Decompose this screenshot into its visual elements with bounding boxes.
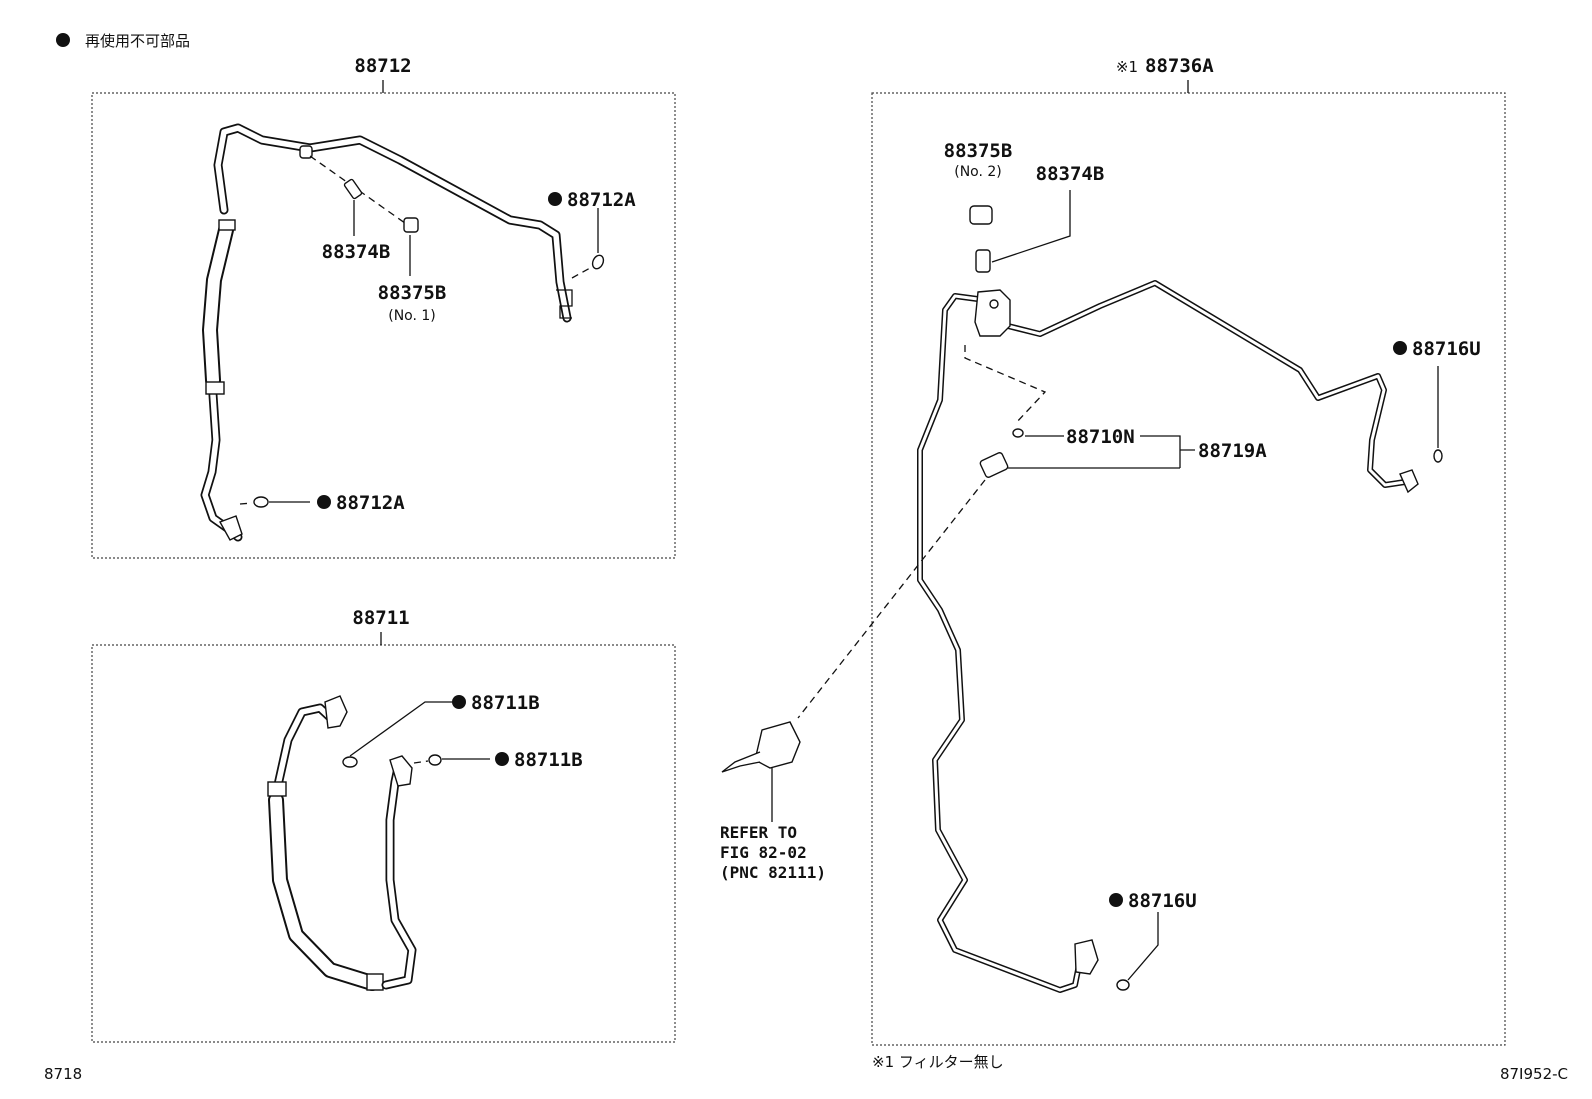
assembly-dashed-line [571,267,591,279]
pipe-fitting-icon [1399,469,1419,494]
label-88375B-left: 88375B [378,282,447,304]
non-reusable-dot-icon [495,752,509,766]
panel-88736A: ※1 88736A 88375B (No. 2) 88374B 88710N 8… [797,55,1506,1071]
connector-latch-icon [721,751,761,773]
legend-text: 再使用不可部品 [85,32,190,50]
pressure-switch-block-icon [974,289,1011,337]
panel-88711-title: 88711 [352,607,409,629]
hose-clamp-icon [267,781,287,797]
label-88374B-left: 88374B [322,241,391,263]
o-ring-icon [1012,428,1024,438]
reference-line-3: (PNC 82111) [720,863,826,882]
label-88375B-right: 88375B [944,140,1013,162]
o-ring-icon [1116,979,1130,991]
label-88716U-bottom: 88716U [1128,890,1197,912]
non-reusable-dot-icon [1393,341,1407,355]
valve-core-icon [343,178,363,200]
pipe-88736A-main [917,293,1083,993]
pipe-fitting-icon [1074,939,1099,975]
hose-clamp-icon [366,973,384,991]
assembly-dashed-line [797,479,986,719]
port-icon [989,299,999,309]
footer-left-code: 8718 [44,1065,82,1083]
panel-88712-frame [91,92,676,559]
label-88719A: 88719A [1198,440,1267,462]
hose-clamp-icon [205,381,225,395]
panel-88736A-title-prefix: ※1 [1116,58,1138,76]
o-ring-icon [591,254,605,270]
leader-88711B-1 [349,701,452,757]
label-88711B-1: 88711B [471,692,540,714]
cap-icon [969,205,993,225]
panel-88711: 88711 88711B 88711B [91,607,676,1043]
non-reusable-dot-icon [452,695,466,709]
pipe-fitting-icon [389,755,413,787]
label-88716U-top: 88716U [1412,338,1481,360]
assembly-dashed-line [239,502,253,505]
leader-88374B-right [991,190,1071,263]
panel-88736A-title: 88736A [1145,55,1214,77]
panel-88712: 88712 88374B 88375B (No. 1) 88712A 88712… [91,55,676,559]
o-ring-icon [428,754,442,766]
non-reusable-dot-icon [317,495,331,509]
connector-icon [754,721,801,769]
pipe-fitting-icon [324,695,348,729]
reference-line-1: REFER TO [720,823,797,842]
non-reusable-dot-icon [1109,893,1123,907]
hose-clamp-icon [218,219,236,231]
o-ring-icon [1433,449,1443,463]
label-88711B-2: 88711B [514,749,583,771]
label-88712A-top: 88712A [567,189,636,211]
o-ring-icon [342,756,358,768]
connector-reference: REFER TO FIG 82-02 (PNC 82111) [720,721,826,882]
label-88375B-right-sub: (No. 2) [954,164,1002,180]
assembly-dashed-line [964,345,1047,425]
non-reusable-dot-icon [548,192,562,206]
pressure-switch-icon [979,452,1009,478]
pipe-fitting-icon [218,515,243,541]
label-88375B-left-sub: (No. 1) [388,308,436,324]
panel-88712-title: 88712 [354,55,411,77]
non-reusable-dot-icon [56,33,70,47]
cap-icon [403,217,419,233]
assembly-dashed-line [413,760,429,764]
label-88712A-bottom: 88712A [336,492,405,514]
o-ring-icon [253,496,269,508]
leader-88719A-bracket [1140,435,1195,468]
leader-88716U-bottom [1127,912,1159,981]
label-88710N: 88710N [1066,426,1135,448]
label-88374B-right: 88374B [1036,163,1105,185]
panel-88711-frame [91,644,676,1043]
service-port-icon [299,145,313,159]
footer-right-code: 87I952-C [1500,1065,1568,1083]
valve-core-icon [975,249,991,273]
reference-line-2: FIG 82-02 [720,843,807,862]
panel-88736A-footnote: ※1 フィルター無し [872,1053,1004,1071]
bracket-icon [556,289,573,319]
